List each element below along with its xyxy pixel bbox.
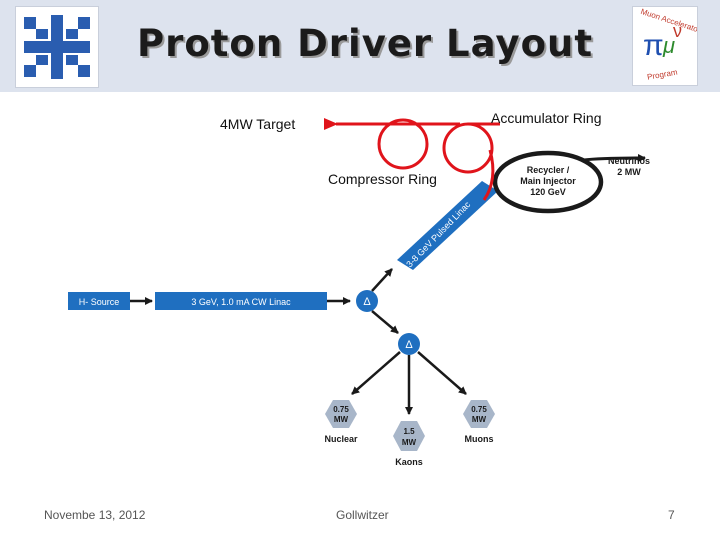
- arrow-to-nuclear: [351, 351, 401, 395]
- target-label: 4MW Target: [220, 116, 296, 132]
- nuclear-label: Nuclear: [324, 434, 358, 444]
- splitter-to-pulsed-linac-arrow: [371, 268, 393, 292]
- neutrinos-label: Neutrinos: [608, 156, 650, 166]
- pulsed-linac-label: 3-8 GeV Pulsed Linac: [404, 199, 472, 269]
- kaons-power-value: 1.5: [403, 427, 415, 436]
- muons-power-unit: MW: [472, 415, 487, 424]
- recycler-line-3: 120 GeV: [530, 187, 566, 197]
- h-source-label: H- Source: [79, 297, 120, 307]
- cw-linac-box: [155, 292, 327, 310]
- map-logo-icon: Muon Accelerator π μ ν Program: [640, 7, 697, 82]
- muon-accelerator-program-logo: Muon Accelerator π μ ν Program: [632, 6, 698, 86]
- recycler-line-2: Main Injector: [520, 176, 576, 186]
- slide-header: [0, 0, 720, 92]
- kaons-power-unit: MW: [402, 438, 417, 447]
- neutrinos-power: 2 MW: [617, 167, 641, 177]
- muons-label: Muons: [465, 434, 494, 444]
- kaons-hexagon: [393, 421, 425, 451]
- nuclear-power-unit: MW: [334, 415, 349, 424]
- muons-hexagon: [463, 400, 495, 428]
- footer-author: Gollwitzer: [336, 508, 389, 522]
- recycler-line-1: Recycler /: [527, 165, 570, 175]
- compressor-label: Compressor Ring: [328, 171, 437, 187]
- splitter-to-splitter-arrow: [371, 310, 399, 334]
- compressor-ring: [377, 118, 429, 170]
- accumulator-label: Accumulator Ring: [491, 110, 602, 126]
- cw-linac-label: 3 GeV, 1.0 mA CW Linac: [191, 297, 291, 307]
- fermilab-logo-icon: [24, 15, 90, 79]
- nuclear-hexagon: [325, 400, 357, 428]
- pi-glyph: π: [643, 29, 664, 62]
- h-source-box: [68, 292, 130, 310]
- muons-power-value: 0.75: [471, 405, 487, 414]
- footer-date: Novembe 13, 2012: [44, 508, 146, 522]
- splitter-2: [398, 333, 420, 355]
- splitter-1-symbol: Δ: [363, 296, 371, 308]
- mu-glyph: μ: [662, 33, 675, 58]
- fermilab-logo: [15, 6, 99, 88]
- linac-to-accumulator-line: [482, 149, 495, 201]
- kaons-label: Kaons: [395, 457, 423, 467]
- nuclear-power-value: 0.75: [333, 405, 349, 414]
- page-number: 7: [668, 508, 675, 522]
- accumulator-ring: [442, 122, 494, 174]
- splitter-1: [356, 290, 378, 312]
- pulsed-linac-band: [397, 181, 498, 270]
- slide-title: Proton Driver Layout: [136, 22, 594, 65]
- splitter-2-symbol: Δ: [405, 339, 413, 351]
- arrow-to-muons: [417, 351, 467, 395]
- neutrino-beamline: [583, 154, 646, 163]
- recycler-ring: [492, 150, 604, 214]
- nu-glyph: ν: [673, 21, 682, 41]
